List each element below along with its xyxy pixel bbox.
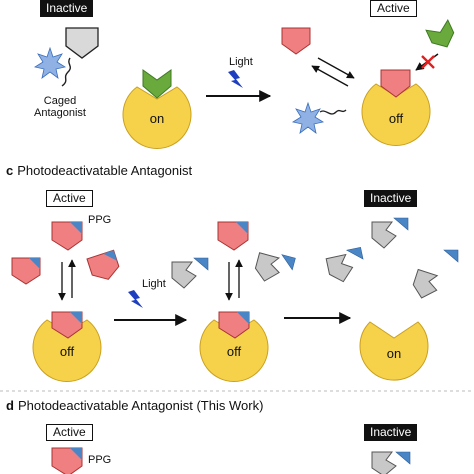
- released-antagonist: [281, 27, 311, 55]
- caged-label-line1: Caged: [43, 95, 77, 107]
- antagonist-ppg-c2: [217, 221, 249, 251]
- bound-antagonist-b: [380, 69, 411, 98]
- inactive-tag-c: Inactive: [364, 190, 418, 207]
- panel-c-letter: c: [6, 163, 14, 178]
- cleaved-antagonist-c3c: [412, 268, 439, 299]
- equilibrium-arrow-back: [311, 65, 349, 87]
- antagonist-ppg-c-right: [86, 249, 120, 280]
- light-label-b: Light: [229, 56, 253, 68]
- active-tag-c: Active: [46, 190, 93, 207]
- block-cross-icon: [421, 55, 435, 69]
- ppg-label-d: PPG: [88, 454, 112, 466]
- receptor-off-c1: [32, 319, 102, 382]
- receptor-off-label-c2: off: [226, 344, 242, 359]
- equilibrium-arrow-forward: [317, 57, 355, 79]
- antagonist-ppg-c-left: [11, 257, 41, 285]
- receptor-on-c3: [359, 321, 429, 381]
- cleaved-antagonist-c3b: [325, 246, 364, 283]
- receptor-off-c2: [199, 319, 269, 382]
- receptor-off-label-c1: off: [59, 344, 75, 359]
- inactive-tag-d: Inactive: [364, 424, 418, 441]
- cage-burst-icon: [33, 46, 67, 79]
- caged-label-line2: Antagonist: [34, 107, 86, 119]
- light-label-c: Light: [142, 278, 166, 290]
- spent-cage-tether: [319, 109, 347, 115]
- active-tag-b: Active: [370, 0, 417, 17]
- receptor-on-label-c3: on: [386, 346, 402, 361]
- blocked-agonist: [425, 18, 455, 48]
- light-bolt-icon: [228, 70, 243, 88]
- receptor-off-b: [361, 83, 431, 146]
- receptor-off-label-b: off: [388, 111, 404, 126]
- free-ppg-c3: [443, 249, 459, 263]
- ppg-label-c: PPG: [88, 214, 112, 226]
- spent-cage-burst-icon: [291, 101, 325, 134]
- agonist-chevron: [142, 69, 172, 99]
- cleaved-antagonist-c3a: [371, 217, 409, 249]
- inactive-tag-b: Inactive: [40, 0, 94, 17]
- caged-label: Caged Antagonist: [30, 95, 90, 119]
- caged-antagonist: [33, 27, 99, 87]
- cleaved-antagonist-d: [371, 451, 411, 474]
- bound-antagonist-c2: [218, 311, 250, 339]
- receptor-on-b: [122, 86, 192, 149]
- receptor-on-label-b: on: [149, 111, 165, 126]
- panel-c-title-text: Photodeactivatable Antagonist: [17, 163, 193, 178]
- antagonist-ppg-c1: [51, 221, 83, 251]
- active-tag-d: Active: [46, 424, 93, 441]
- cleaved-antagonist-c2b: [254, 252, 296, 282]
- bound-antagonist-c1: [51, 311, 83, 339]
- antagonist-ppg-d1: [51, 447, 83, 474]
- panel-d-letter: d: [6, 398, 14, 413]
- cleaved-antagonist-c2a: [171, 257, 209, 289]
- panel-d-title-text: Photodeactivatable Antagonist (This Work…: [17, 398, 264, 413]
- light-bolt-c-icon: [128, 290, 143, 308]
